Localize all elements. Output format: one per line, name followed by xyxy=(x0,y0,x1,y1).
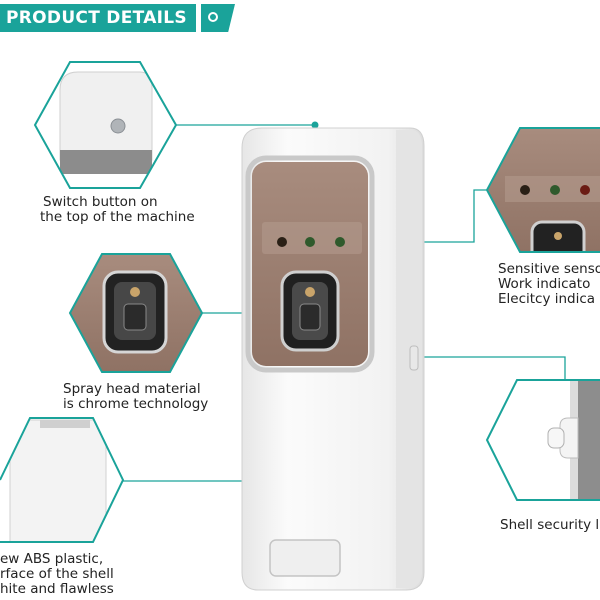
switch-button-icon xyxy=(110,118,126,134)
banner-title: PRODUCT DETAILS xyxy=(6,8,187,28)
caption-switch-button: Switch button on the top of the machine xyxy=(40,194,195,225)
caption-security-lock: Shell security l xyxy=(500,517,600,533)
caption-sensor: Sensitive senso Work indicato Elecitcy i… xyxy=(498,261,600,307)
product-details-banner: PRODUCT DETAILS xyxy=(0,4,196,32)
indicator-light-3 xyxy=(335,237,345,247)
spray-head-hexagon xyxy=(68,253,204,373)
banner-tab xyxy=(201,4,235,32)
air-freshener-dispenser xyxy=(241,127,425,591)
abs-shell-hexagon xyxy=(0,417,125,543)
battery-cover xyxy=(269,539,341,577)
sensor-hexagon xyxy=(485,127,600,253)
caption-spray-head: Spray head material is chrome technology xyxy=(63,381,209,412)
caption-abs-shell: ew ABS plastic, rface of the shell hite … xyxy=(0,551,114,597)
indicator-light-1 xyxy=(277,237,287,247)
switch-button-hexagon xyxy=(33,61,178,189)
security-lock-hexagon xyxy=(485,379,600,501)
indicator-light-2 xyxy=(305,237,315,247)
shell-lock-icon xyxy=(409,345,419,371)
banner-circle-icon xyxy=(208,12,218,22)
